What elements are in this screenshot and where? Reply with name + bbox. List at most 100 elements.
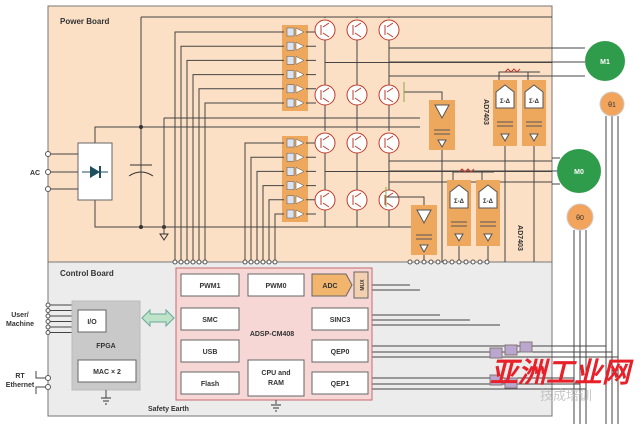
mux-label: MUX (360, 279, 366, 291)
igbt-icon (378, 84, 400, 106)
dc-bus (94, 16, 552, 241)
isolator-icon (286, 55, 305, 65)
gate-driver-bank (282, 25, 308, 111)
connector-pin (272, 259, 278, 265)
pwm0-block (247, 273, 305, 297)
isolator-icon (286, 84, 305, 94)
user-io-port[interactable] (45, 324, 51, 330)
rt-ethernet-port[interactable] (45, 384, 51, 390)
connector-pin (477, 259, 483, 265)
shunt-resistor-icon (458, 168, 475, 173)
pwm1-block (180, 273, 240, 297)
svg-text:M1: M1 (600, 59, 610, 66)
safety-earth-label: Safety Earth (148, 406, 189, 413)
connector-pin (254, 259, 260, 265)
ad7403-label-bottom: AD7403 (516, 225, 523, 251)
connector-pin (428, 259, 434, 265)
encoder-theta1: θ1 (599, 91, 625, 117)
usb-block (180, 339, 240, 363)
qep0-label: QEP0 (331, 349, 350, 356)
connector-pin (178, 259, 184, 265)
user-io-port[interactable] (45, 308, 51, 313)
igbt-icon (378, 132, 400, 154)
sigma-delta-label: Σ-Δ (483, 199, 494, 205)
mac-label: MAC × 2 (93, 369, 121, 376)
ac-label: AC (30, 170, 40, 177)
user-label: User/ (11, 312, 29, 319)
igbt-icon (346, 189, 368, 211)
sigma-delta-label: Σ-Δ (500, 99, 511, 105)
igbt-icon (346, 19, 368, 41)
io-label: I/O (87, 319, 97, 326)
connector-pin (435, 259, 441, 265)
isolator-icon (286, 195, 305, 205)
adc-block (311, 273, 353, 297)
connector-pin (172, 259, 178, 265)
ground-icon (101, 397, 111, 405)
encoder-buffer-icon (489, 374, 503, 386)
connector-pin (484, 259, 490, 265)
connector-pin (248, 259, 254, 265)
isolator-icon (286, 138, 305, 148)
connector-pin (266, 259, 272, 265)
connector-pin (407, 259, 413, 265)
igbt-icon (314, 19, 336, 41)
user-io-port[interactable] (45, 319, 51, 324)
user-io-port[interactable] (45, 302, 51, 308)
flash-block (180, 371, 240, 395)
connector-pin (242, 259, 248, 265)
user-io-port[interactable] (45, 313, 51, 319)
motor-m0: M0 (557, 149, 601, 193)
encoder-theta0: θ0 (566, 203, 594, 231)
power-board-label: Power Board (60, 17, 109, 26)
gate-driver-bank (282, 136, 308, 222)
ethernet-label: Ethernet (6, 382, 35, 389)
connector-pin (449, 259, 455, 265)
connector-pin (414, 259, 420, 265)
mux-block (353, 271, 369, 299)
sinc3-block (311, 307, 369, 331)
connector-pin (260, 259, 266, 265)
motor-m1: M1 (585, 41, 625, 81)
svg-text:亚洲工业网: 亚洲工业网 (490, 356, 634, 389)
diode-icon (82, 166, 108, 178)
ad7403-label-top: AD7403 (482, 99, 489, 125)
ground-icon (159, 233, 169, 241)
isolator-icon (286, 70, 305, 80)
smc-block (180, 307, 240, 331)
connector-pin (196, 259, 202, 265)
isolator-icon (286, 98, 305, 108)
connector-pin (421, 259, 427, 265)
svg-text:M0: M0 (574, 169, 584, 176)
rt-label: RT (15, 373, 25, 380)
rt-ethernet-port[interactable] (45, 375, 51, 381)
qep1-label: QEP1 (331, 381, 350, 388)
sinc3-label: SINC3 (330, 317, 351, 324)
pwm0-label: PWM0 (266, 283, 287, 290)
connector-pin (470, 259, 476, 265)
igbt-icon (314, 189, 336, 211)
svg-text:θ1: θ1 (608, 102, 616, 109)
isolator-icon (286, 41, 305, 51)
connector-pin (442, 259, 448, 265)
amplifier-icon (416, 209, 432, 225)
ac-terminals[interactable] (45, 151, 51, 192)
io-block (77, 309, 107, 333)
ram-label: RAM (268, 380, 284, 387)
watermark: 亚洲工业网 技成培训 (490, 356, 634, 404)
igbt-icon (314, 84, 336, 106)
isolator-icon (286, 27, 305, 37)
igbt-icon (378, 19, 400, 41)
usb-label: USB (203, 349, 218, 356)
sigma-delta-label: Σ-Δ (529, 99, 540, 105)
isolator-icon (286, 166, 305, 176)
isolator-icon (286, 152, 305, 162)
control-board-label: Control Board (60, 269, 114, 278)
cpu-ram-block (247, 359, 305, 397)
amplifier-icon (434, 104, 450, 120)
capacitor-icon (128, 164, 154, 177)
encoder-buffer-icon (489, 347, 503, 359)
igbt-icon (378, 189, 400, 211)
shunt-resistor-icon (504, 68, 521, 73)
user-io-port[interactable] (45, 330, 51, 335)
